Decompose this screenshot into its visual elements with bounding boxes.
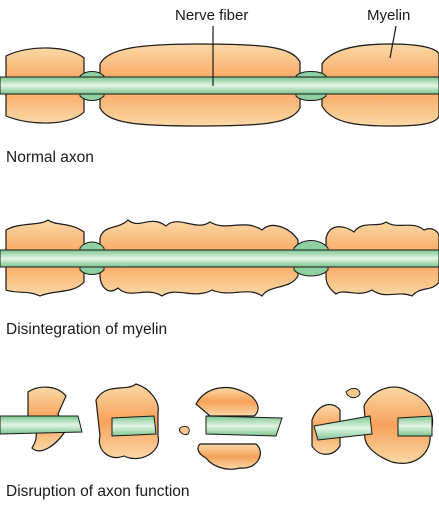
caption-disruption: Disruption of axon function — [6, 483, 190, 500]
panel-disruption — [0, 383, 434, 470]
myelin-label: Myelin — [367, 7, 411, 24]
nerve-fiber-fragment — [111, 415, 157, 437]
myelin-debris — [179, 425, 190, 435]
nerve-fiber — [0, 249, 439, 268]
myelin-leader — [389, 25, 397, 59]
nerve-fiber-fragment — [205, 415, 283, 437]
caption-normal-axon: Normal axon — [6, 149, 94, 166]
panel-disintegration — [0, 219, 439, 297]
nerve-fiber — [0, 76, 439, 95]
myelin-debris — [345, 387, 361, 399]
nerve-fiber-fragment — [313, 415, 373, 441]
nerve-fiber-fragment — [0, 415, 83, 435]
caption-disintegration: Disintegration of myelin — [6, 321, 168, 338]
myelin-fragment — [195, 386, 259, 417]
nerve-fiber-fragment — [397, 415, 433, 437]
nerve-fiber-label: Nerve fiber — [175, 7, 249, 24]
myelin-fragment — [197, 443, 261, 470]
panel-normal-axon — [0, 25, 439, 127]
